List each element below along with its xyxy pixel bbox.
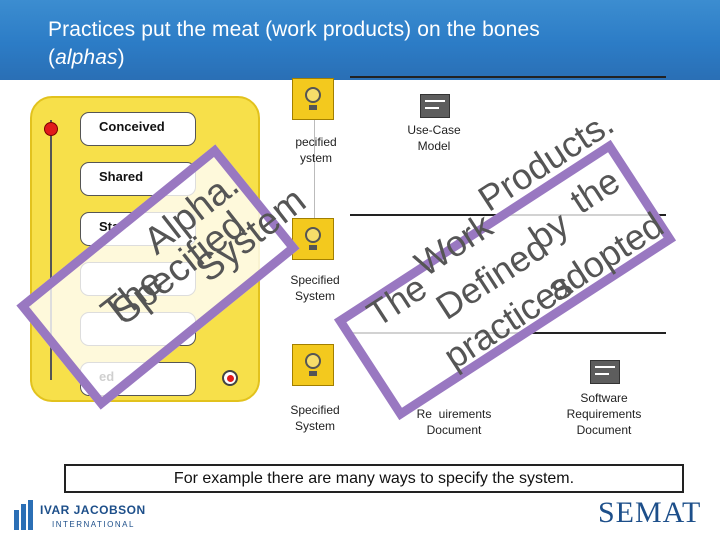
lightbulb-icon xyxy=(305,227,321,243)
requirements-document-caption: Re uirements Document xyxy=(416,407,492,437)
specified-system-caption-middle: Specified System xyxy=(290,273,340,303)
slide-title-line-2: (alphas) xyxy=(48,46,125,69)
end-state-icon xyxy=(222,370,238,386)
ivar-jacobson-mark-icon xyxy=(14,500,36,532)
state-shared: Shared xyxy=(80,162,196,196)
state-connector-line xyxy=(50,120,52,380)
ivar-jacobson-logo: IVAR JACOBSON INTERNATIONAL xyxy=(14,500,164,534)
example-statement: For example there are many ways to speci… xyxy=(64,464,684,493)
lightbulb-icon xyxy=(305,87,321,103)
software-requirements-caption: Software Requirements Document xyxy=(566,391,642,437)
start-state-icon xyxy=(44,122,58,136)
specified-system-caption-top: pecified ystem xyxy=(295,135,337,165)
state-conceived: Conceived xyxy=(80,112,196,146)
lightbulb-icon xyxy=(305,353,321,369)
use-case-model-caption: Use-Case Model xyxy=(407,123,461,153)
semat-logo: SEMAT xyxy=(598,496,702,529)
specified-system-tile-top xyxy=(292,78,334,120)
specified-system-tile-bottom xyxy=(292,344,334,386)
alphas-word: alphas xyxy=(55,46,118,69)
row-divider-top xyxy=(350,76,666,78)
use-case-model-icon xyxy=(420,94,450,118)
title-bar: Practices put the meat (work products) o… xyxy=(0,0,720,80)
specified-system-caption-bottom: Specified System xyxy=(290,403,340,433)
slide-title-line-1: Practices put the meat (work products) o… xyxy=(48,18,540,41)
tile-connector xyxy=(314,120,315,230)
software-requirements-icon xyxy=(590,360,620,384)
